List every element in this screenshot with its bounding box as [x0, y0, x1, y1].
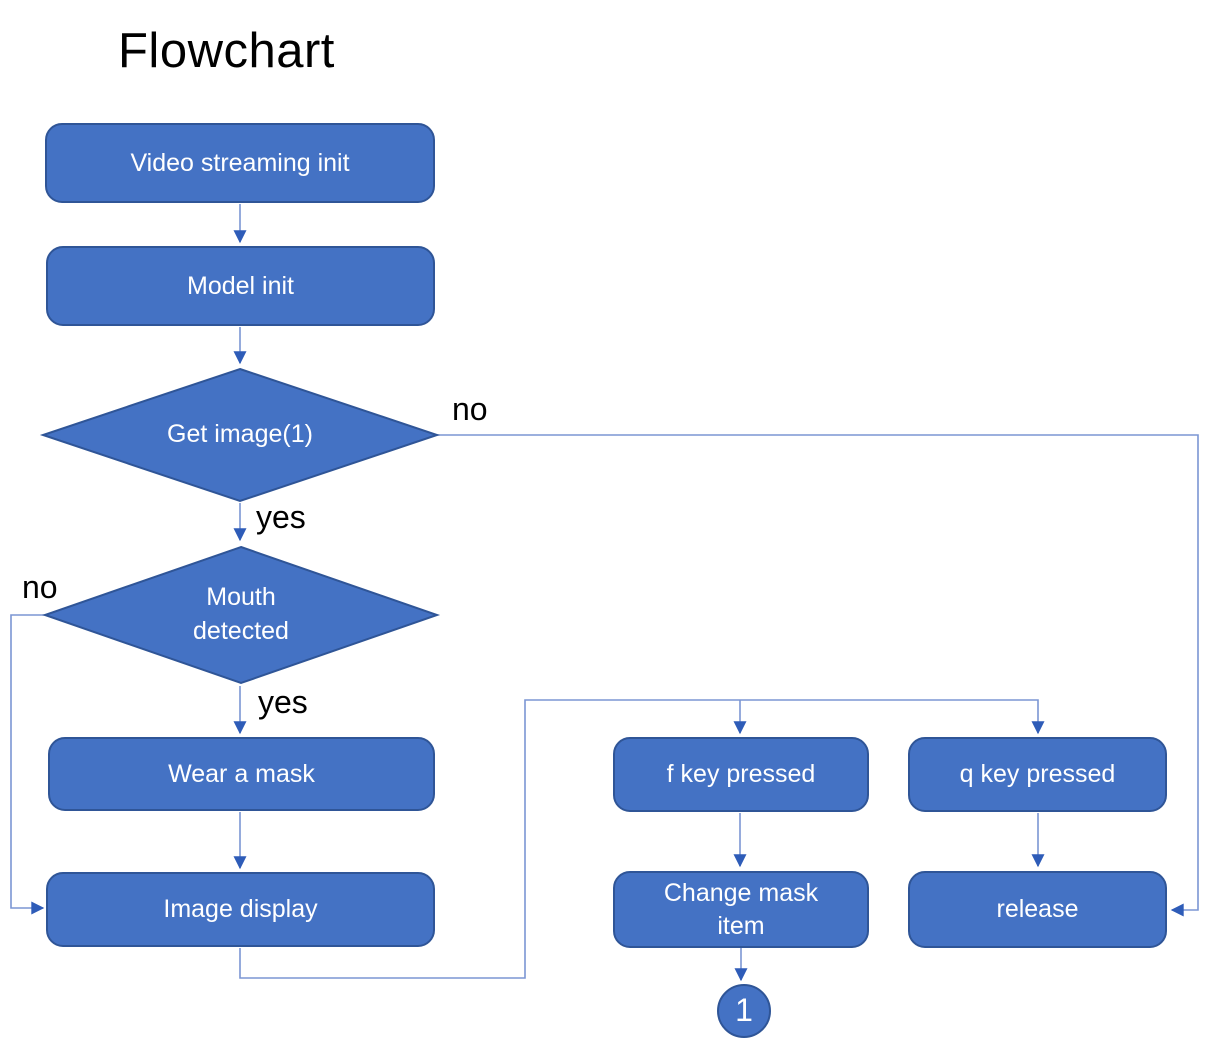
node-offpage-connector-1: 1	[717, 984, 771, 1038]
node-model-init: Model init	[46, 246, 435, 326]
node-f-key-pressed: f key pressed	[613, 737, 869, 812]
edge-label-getimage-yes: yes	[256, 499, 306, 535]
node-label-f-key-pressed: f key pressed	[666, 760, 816, 789]
node-wear-a-mask: Wear a mask	[48, 737, 435, 811]
node-label-q-key-pressed: q key pressed	[959, 760, 1116, 789]
edge-getimage-no-to-release	[437, 434, 1199, 917]
node-get-image-diamond	[39, 367, 441, 503]
edge-label-mouth-no: no	[22, 569, 58, 605]
node-label-video-streaming-init: Video streaming init	[130, 148, 350, 177]
node-label-model-init: Model init	[187, 271, 294, 300]
node-label-change-mask-item: Change mask item	[663, 879, 819, 940]
node-label-wear-a-mask: Wear a mask	[168, 759, 315, 788]
node-image-display: Image display	[46, 872, 435, 947]
edge-label-getimage-no: no	[452, 391, 488, 427]
node-label-mouth-detected: Mouth detected	[193, 583, 289, 645]
node-change-mask-item: Change mask item	[613, 871, 869, 948]
node-label-image-display: Image display	[163, 895, 318, 924]
node-video-streaming-init: Video streaming init	[45, 123, 435, 203]
node-release: release	[908, 871, 1167, 948]
edge-display-to-qkey	[239, 699, 1045, 979]
node-q-key-pressed: q key pressed	[908, 737, 1167, 812]
edge-label-mouth-yes: yes	[258, 684, 308, 720]
diagram-title: Flowchart	[118, 24, 335, 78]
node-label-release: release	[996, 895, 1079, 924]
node-mouth-detected-diamond	[41, 545, 441, 685]
node-label-get-image: Get image(1)	[167, 420, 313, 449]
edge-mouth-no-to-display	[10, 614, 45, 915]
node-label-offpage-connector-1: 1	[735, 992, 753, 1029]
